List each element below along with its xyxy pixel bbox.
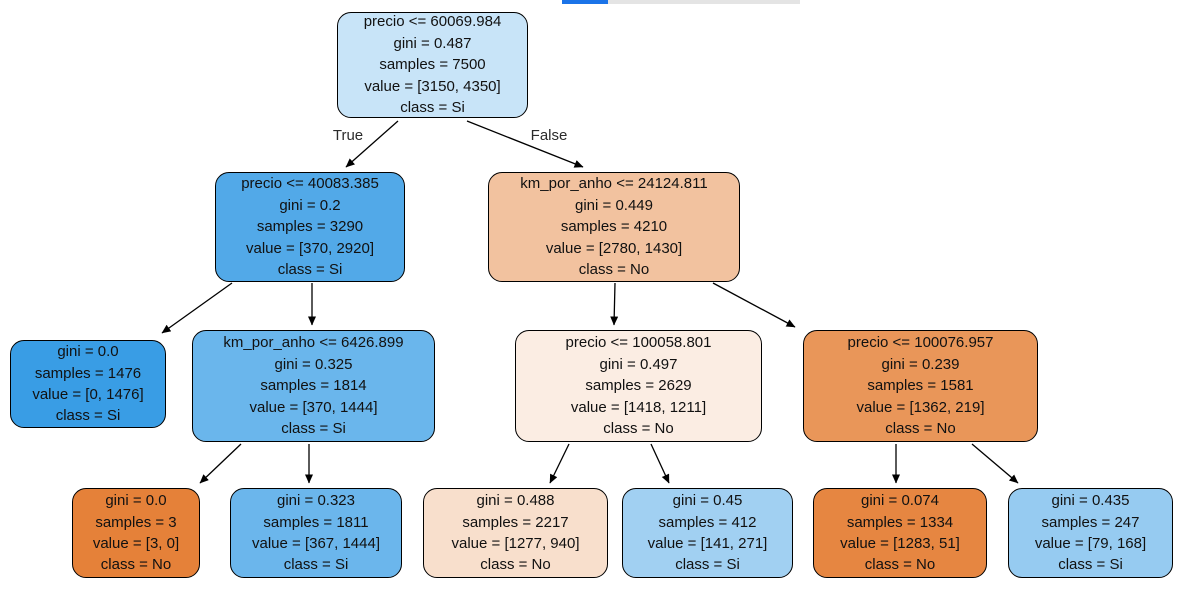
tree-node-leaf-2: gini = 0.323 samples = 1811 value = [367…: [230, 488, 402, 578]
node-samples-text: samples = 247: [1041, 513, 1140, 531]
node-class-text: class = No: [885, 420, 956, 438]
node-condition-text: precio <= 100076.957: [847, 334, 994, 352]
node-class-text: class = Si: [400, 99, 465, 117]
node-gini-text: gini = 0.2: [279, 196, 341, 214]
node-value-text: value = [3, 0]: [92, 535, 180, 552]
node-gini-text: gini = 0.45: [672, 492, 743, 510]
edge-rl-leaf3: [549, 443, 570, 484]
node-condition-text: precio <= 40083.385: [241, 175, 379, 193]
node-gini-text: gini = 0.449: [575, 196, 653, 214]
node-gini-text: gini = 0.323: [277, 492, 355, 510]
tree-node-left: precio <= 40083.385 gini = 0.2 samples =…: [215, 172, 405, 282]
tree-node-leaf-1: gini = 0.0 samples = 3 value = [3, 0] cl…: [72, 488, 200, 578]
node-condition-text: precio <= 100058.801: [565, 334, 712, 352]
node-gini-text: gini = 0.0: [105, 492, 167, 510]
node-class-text: class = Si: [675, 556, 740, 574]
node-gini-text: gini = 0.497: [599, 355, 678, 373]
node-samples-text: samples = 2217: [462, 513, 569, 531]
node-samples-text: samples = 2629: [585, 377, 692, 395]
node-class-text: class = No: [864, 556, 936, 574]
node-value-text: value = [370, 1444]: [249, 398, 378, 416]
tree-node-right: km_por_anho <= 24124.811 gini = 0.449 sa…: [488, 172, 740, 282]
edge-lr-leaf1: [199, 443, 242, 484]
node-value-text: value = [3150, 4350]: [364, 77, 501, 95]
edge-label-false: False: [530, 127, 568, 144]
progress-bar-track: [608, 0, 800, 4]
node-value-text: value = [1362, 219]: [856, 398, 985, 416]
edge-right-rightright: [712, 282, 796, 328]
node-samples-text: samples = 1334: [846, 513, 954, 531]
edge-left-leftleaf: [161, 282, 233, 334]
node-condition-text: precio <= 60069.984: [363, 13, 502, 31]
tree-node-right-right: precio <= 100076.957 gini = 0.239 sample…: [803, 330, 1038, 442]
edge-rl-leaf4: [650, 443, 670, 484]
node-class-text: class = No: [603, 420, 674, 438]
node-samples-text: samples = 1581: [867, 377, 974, 395]
node-class-text: class = Si: [283, 556, 349, 574]
node-samples-text: samples = 1476: [34, 364, 142, 382]
node-samples-text: samples = 412: [658, 513, 757, 531]
node-samples-text: samples = 1811: [263, 513, 369, 531]
node-value-text: value = [367, 1444]: [251, 535, 381, 552]
node-gini-text: gini = 0.0: [57, 343, 119, 361]
node-value-text: value = [0, 1476]: [32, 386, 144, 403]
edge-right-rightleft: [610, 282, 619, 326]
node-value-text: value = [370, 2920]: [245, 239, 375, 257]
node-value-text: value = [2780, 1430]: [545, 239, 683, 257]
node-condition-text: km_por_anho <= 6426.899: [223, 334, 404, 352]
node-value-text: value = [141, 271]: [647, 535, 768, 552]
node-samples-text: samples = 7500: [379, 56, 486, 74]
node-class-text: class = Si: [1058, 556, 1123, 574]
node-gini-text: gini = 0.435: [1051, 492, 1130, 510]
node-gini-text: gini = 0.325: [274, 355, 353, 373]
node-samples-text: samples = 1814: [260, 377, 367, 395]
node-value-text: value = [1418, 1211]: [570, 398, 707, 416]
node-samples-text: samples = 3290: [256, 218, 364, 236]
node-condition-text: km_por_anho <= 24124.811: [520, 175, 708, 193]
node-gini-text: gini = 0.239: [881, 355, 960, 373]
node-gini-text: gini = 0.487: [393, 34, 472, 52]
progress-bar-fill: [562, 0, 608, 4]
node-samples-text: samples = 4210: [560, 218, 668, 236]
node-value-text: value = [1277, 940]: [451, 535, 580, 552]
node-class-text: class = No: [578, 261, 650, 279]
node-class-text: class = Si: [277, 261, 343, 279]
node-gini-text: gini = 0.488: [476, 492, 555, 510]
tree-node-left-right: km_por_anho <= 6426.899 gini = 0.325 sam…: [192, 330, 435, 442]
node-value-text: value = [79, 168]: [1034, 535, 1147, 552]
node-gini-text: gini = 0.074: [861, 492, 939, 510]
tree-node-left-left: gini = 0.0 samples = 1476 value = [0, 14…: [10, 340, 166, 428]
tree-node-leaf-4: gini = 0.45 samples = 412 value = [141, …: [622, 488, 793, 578]
node-samples-text: samples = 3: [95, 513, 177, 531]
tree-node-leaf-6: gini = 0.435 samples = 247 value = [79, …: [1008, 488, 1173, 578]
tree-node-leaf-5: gini = 0.074 samples = 1334 value = [128…: [813, 488, 987, 578]
node-class-text: class = No: [100, 556, 172, 574]
progress-bar: [562, 0, 800, 4]
edge-rr-leaf6: [971, 443, 1019, 484]
edge-label-true: True: [332, 127, 364, 144]
node-class-text: class = Si: [281, 420, 346, 438]
node-class-text: class = Si: [55, 407, 121, 425]
tree-node-root: precio <= 60069.984 gini = 0.487 samples…: [337, 12, 528, 118]
tree-node-right-left: precio <= 100058.801 gini = 0.497 sample…: [515, 330, 762, 442]
tree-node-leaf-3: gini = 0.488 samples = 2217 value = [127…: [423, 488, 608, 578]
node-class-text: class = No: [480, 556, 551, 574]
node-value-text: value = [1283, 51]: [840, 535, 960, 552]
